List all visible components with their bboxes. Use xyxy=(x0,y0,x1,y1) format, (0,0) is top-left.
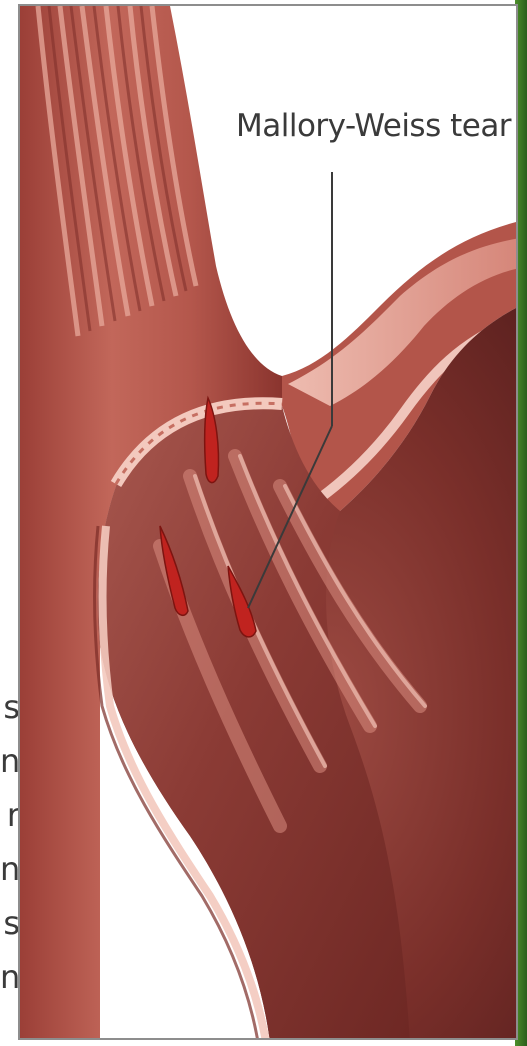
cropped-letter: s xyxy=(0,680,20,734)
cropped-letter: r xyxy=(0,788,20,842)
cropped-letter: n xyxy=(0,842,20,896)
cropped-letter: n xyxy=(0,734,20,788)
tear-label: Mallory-Weiss tear xyxy=(236,108,511,144)
cropped-letter: n xyxy=(0,950,20,1004)
illustration-frame xyxy=(18,4,518,1040)
cropped-slide-text: s n r n s n xyxy=(0,680,20,1004)
esophagus-stomach-illustration xyxy=(20,6,518,1040)
cropped-letter: s xyxy=(0,896,20,950)
